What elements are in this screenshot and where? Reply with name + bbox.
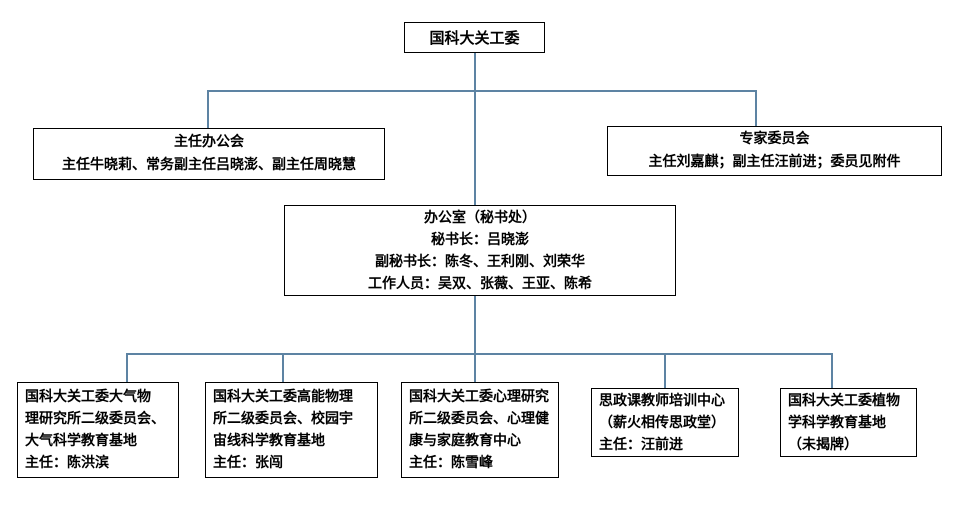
branch-text-line: （薪火相传思政堂） — [599, 414, 725, 431]
node-director-meeting: 主任办公会 主任牛晓莉、常务副主任吕晓澎、副主任周晓慧 — [33, 128, 385, 180]
node-root: 国科大关工委 — [404, 22, 545, 53]
node-secretary-general: 秘书长：吕晓澎 — [431, 231, 529, 248]
node-title: 主任办公会 — [174, 134, 244, 150]
connector-to-branch-atmospheric — [126, 353, 128, 382]
branch-director: 主任：陈雪峰 — [409, 455, 493, 471]
branch-text-line: 国科大关工委植物 — [788, 392, 900, 409]
connector-root-to-bus — [474, 53, 476, 90]
node-branch-psychology: 国科大关工委心理研究 所二级委员会、心理健 康与家庭教育中心 主任：陈雪峰 — [401, 382, 559, 478]
connector-level2-bus — [207, 90, 756, 92]
connector-branch-bus — [126, 353, 832, 355]
branch-text-line: 理研究所二级委员会、 — [25, 411, 165, 427]
branch-director: 主任：张闯 — [213, 455, 283, 471]
node-members: 主任牛晓莉、常务副主任吕晓澎、副主任周晓慧 — [62, 157, 356, 173]
node-staff: 工作人员：吴双、张薇、王亚、陈希 — [368, 275, 592, 292]
connector-to-branch-high-energy — [282, 353, 284, 382]
branch-text-line: 所二级委员会、心理健 — [409, 411, 549, 427]
branch-status: （未揭牌） — [788, 436, 858, 453]
branch-text-line: 国科大关工委心理研究 — [409, 389, 549, 405]
connector-to-expert-committee — [755, 90, 757, 126]
branch-director: 主任：陈洪滨 — [25, 455, 109, 471]
node-branch-botany: 国科大关工委植物 学科学教育基地 （未揭牌） — [780, 388, 917, 457]
node-branch-high-energy: 国科大关工委高能物理 所二级委员会、校园宇 宙线科学教育基地 主任：张闯 — [205, 382, 378, 478]
node-root-label: 国科大关工委 — [429, 28, 520, 47]
connector-to-branch-psychology — [474, 353, 476, 382]
node-title: 办公室（秘书处） — [424, 209, 536, 226]
connector-to-branch-botany — [831, 353, 833, 388]
branch-text-line: 国科大关工委高能物理 — [213, 389, 353, 405]
node-expert-committee: 专家委员会 主任刘嘉麒；副主任汪前进；委员见附件 — [607, 126, 942, 176]
branch-text-line: 宙线科学教育基地 — [213, 433, 325, 449]
branch-text-line: 大气科学教育基地 — [25, 433, 137, 449]
node-office-secretariat: 办公室（秘书处） 秘书长：吕晓澎 副秘书长：陈冬、王利刚、刘荣华 工作人员：吴双… — [284, 205, 676, 296]
branch-text-line: 思政课教师培训中心 — [599, 392, 725, 409]
node-members: 主任刘嘉麒；副主任汪前进；委员见附件 — [648, 154, 901, 170]
node-deputy-secretaries: 副秘书长：陈冬、王利刚、刘荣华 — [375, 253, 585, 270]
connector-to-office — [474, 90, 476, 205]
node-title: 专家委员会 — [739, 131, 810, 147]
connector-office-to-bus — [474, 296, 476, 353]
connector-to-director-meeting — [207, 90, 209, 128]
node-branch-ideology-training: 思政课教师培训中心 （薪火相传思政堂） 主任：汪前进 — [591, 388, 739, 457]
connector-to-branch-ideology — [664, 353, 666, 388]
branch-text-line: 国科大关工委大气物 — [25, 389, 151, 405]
branch-text-line: 学科学教育基地 — [788, 414, 886, 431]
branch-text-line: 所二级委员会、校园宇 — [213, 411, 353, 427]
branch-text-line: 康与家庭教育中心 — [409, 433, 521, 449]
branch-director: 主任：汪前进 — [599, 436, 683, 453]
node-branch-atmospheric: 国科大关工委大气物 理研究所二级委员会、 大气科学教育基地 主任：陈洪滨 — [17, 382, 179, 478]
